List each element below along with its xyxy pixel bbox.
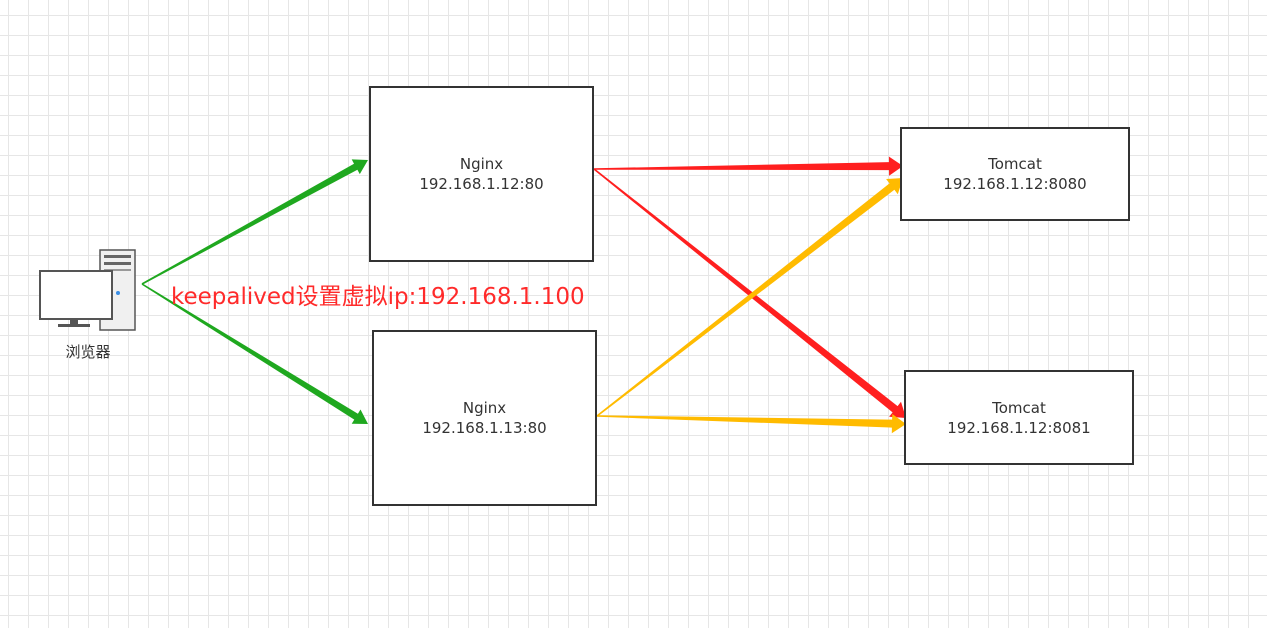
- tower-slot: [104, 255, 131, 258]
- node-address: 192.168.1.13:80: [422, 419, 547, 437]
- tomcat-node-2[interactable]: Tomcat 192.168.1.12:8081: [904, 370, 1134, 465]
- tower-slot: [104, 262, 131, 265]
- arrow-nginx1-to-tomcat2: [593, 168, 906, 418]
- node-address: 192.168.1.12:8080: [943, 175, 1087, 193]
- browser-label: 浏览器: [65, 343, 111, 361]
- node-title: Tomcat: [988, 155, 1042, 173]
- node-title: Tomcat: [992, 398, 1046, 417]
- node-address: 192.168.1.12:80: [419, 175, 544, 193]
- node-title: Nginx: [459, 155, 504, 173]
- virtual-ip-label: keepalived设置虚拟ip:192.168.1.100: [171, 284, 585, 310]
- tower-slot: [104, 269, 131, 271]
- arrow-nginx2-to-tomcat1: [596, 178, 903, 417]
- node-address: 192.168.1.12:8081: [947, 418, 1091, 437]
- tomcat-node-1[interactable]: Tomcat 192.168.1.12:8080: [900, 127, 1130, 221]
- monitor-neck: [70, 319, 78, 325]
- arrow-browser-to-nginx1: [141, 159, 368, 285]
- arrow-browser-to-nginx2: [141, 283, 368, 424]
- arrow-nginx2-to-tomcat2: [597, 414, 906, 434]
- node-title: Nginx: [462, 399, 507, 417]
- power-led: [116, 291, 120, 295]
- nginx-node-2[interactable]: Nginx 192.168.1.13:80: [372, 330, 597, 506]
- monitor-base: [58, 324, 90, 327]
- arrow-nginx1-to-tomcat1: [594, 156, 903, 176]
- monitor-shape: [39, 270, 113, 320]
- computer-icon: [38, 249, 138, 359]
- nginx-node-1[interactable]: Nginx 192.168.1.12:80: [369, 86, 594, 262]
